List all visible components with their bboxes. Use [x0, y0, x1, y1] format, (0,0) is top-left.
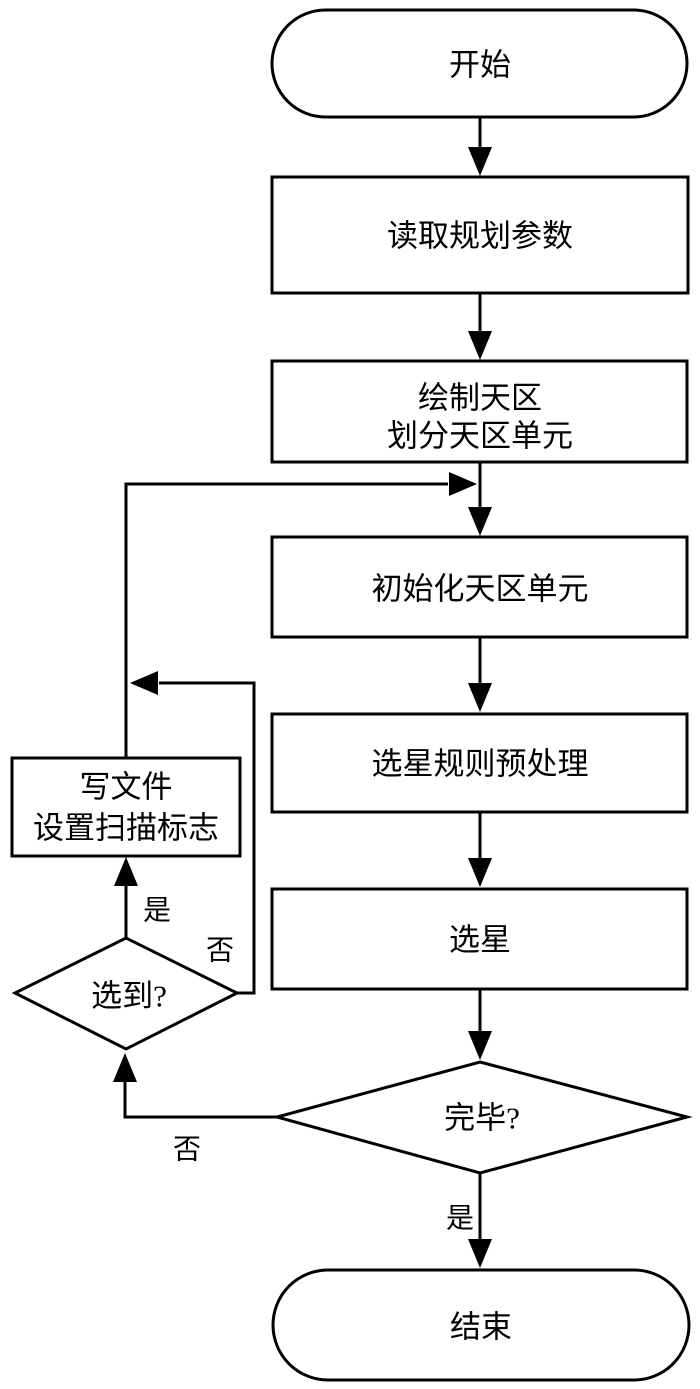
draw-sky-label-line1: 绘制天区	[418, 381, 542, 416]
node-start: 开始	[270, 8, 689, 119]
edge-write-file-to-main-loop	[124, 472, 477, 758]
init-units-box	[270, 535, 689, 639]
read-params-label: 读取规划参数	[387, 219, 573, 254]
write-file-label-line2: 设置扫描标志	[33, 811, 219, 846]
arrowhead-right-icon	[449, 472, 477, 496]
start-label: 开始	[449, 48, 511, 83]
edge-label-finished-no: 否	[173, 1135, 201, 1166]
end-label: 结束	[450, 1310, 512, 1345]
edge-select-star-to-finished	[468, 989, 492, 1060]
preprocess-box	[270, 712, 689, 814]
draw-sky-label-line2: 划分天区单元	[387, 419, 573, 454]
arrowhead-down-icon	[468, 331, 492, 360]
arrowhead-down-icon	[468, 1239, 492, 1268]
select-star-label: 选星	[449, 923, 511, 958]
arrowhead-down-icon	[468, 1031, 492, 1060]
star-found-label: 选到?	[91, 979, 167, 1014]
arrowhead-down-icon	[468, 147, 492, 176]
arrowhead-up-icon	[114, 857, 138, 886]
write-file-label-line1: 写文件	[80, 770, 173, 805]
edge-label-finished-yes: 是	[446, 1204, 474, 1235]
edge-star-found-no-loop	[130, 671, 256, 995]
write-file-box	[10, 756, 242, 858]
edge-finished-no-to-star-found	[113, 1053, 277, 1119]
edge-read-params-to-draw-sky	[468, 293, 492, 360]
edge-label-star-found-yes: 是	[143, 896, 171, 927]
star-found-diamond	[11, 936, 241, 1051]
arrowhead-down-icon	[468, 683, 492, 712]
select-star-box	[270, 887, 689, 991]
node-select-star: 选星	[270, 887, 689, 991]
draw-sky-box	[270, 359, 689, 464]
end-terminator-shape	[271, 1268, 691, 1382]
node-preprocess: 选星规则预处理	[270, 712, 689, 814]
init-units-label: 初始化天区单元	[372, 572, 589, 607]
start-terminator-shape	[270, 8, 689, 119]
edge-label-star-found-no: 否	[206, 936, 234, 967]
arrowhead-down-icon	[468, 858, 492, 887]
edge-star-found-yes-to-write-file	[114, 857, 138, 938]
node-star-found-decision: 选到?	[11, 936, 241, 1051]
finished-diamond	[271, 1060, 693, 1175]
finished-label: 完毕?	[444, 1101, 520, 1136]
node-end: 结束	[271, 1268, 691, 1382]
node-finished-decision: 完毕?	[271, 1060, 693, 1175]
node-draw-sky: 绘制天区 划分天区单元	[270, 359, 689, 464]
edge-init-units-to-preprocess	[468, 637, 492, 712]
node-read-params: 读取规划参数	[270, 175, 690, 295]
arrowhead-up-icon	[113, 1053, 137, 1082]
arrowhead-left-icon	[130, 671, 158, 695]
arrowhead-down-icon	[468, 507, 492, 536]
node-write-file: 写文件 设置扫描标志	[10, 756, 242, 858]
preprocess-label: 选星规则预处理	[372, 747, 589, 782]
read-params-box	[270, 175, 690, 295]
edge-start-to-read-params	[468, 117, 492, 176]
edge-finished-yes-to-end	[468, 1173, 492, 1268]
edge-draw-sky-to-init-units	[468, 462, 492, 536]
edge-preprocess-to-select-star	[468, 812, 492, 887]
node-init-units: 初始化天区单元	[270, 535, 689, 639]
